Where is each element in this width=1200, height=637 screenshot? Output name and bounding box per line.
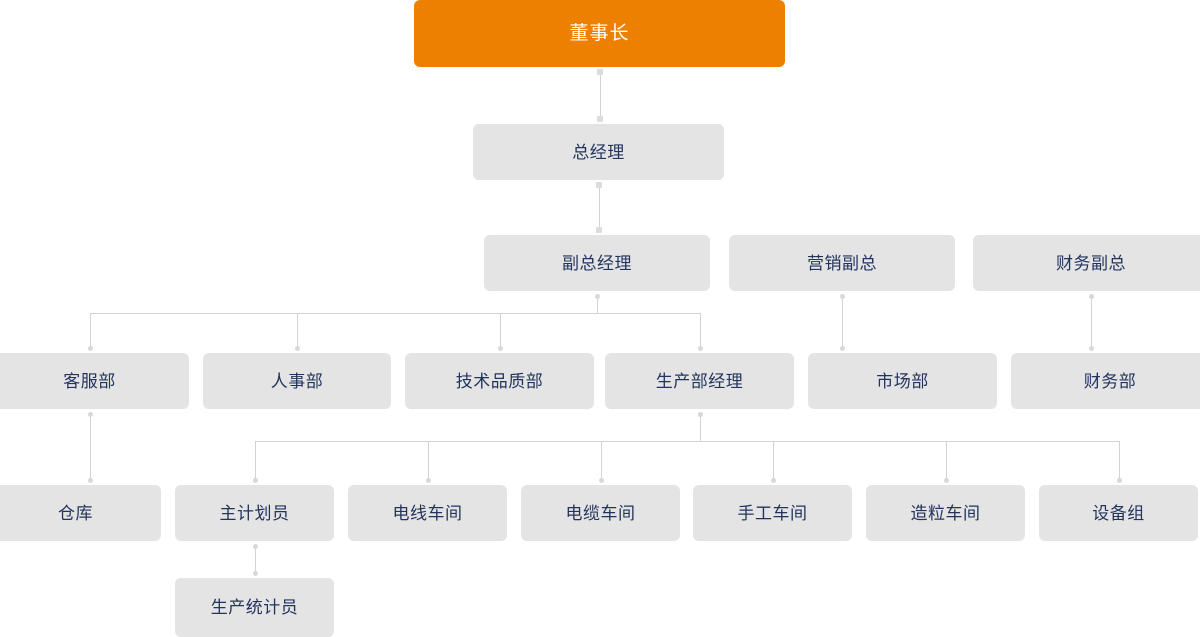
connector-endpoint-dot (943, 477, 949, 483)
org-node-label: 手工车间 (737, 503, 808, 523)
org-node-n14[interactable]: 电线车间 (348, 485, 507, 541)
org-node-n6[interactable]: 客服部 (0, 353, 189, 409)
connector-endpoint-dot (839, 345, 845, 351)
org-node-label: 客服部 (63, 371, 116, 391)
connector-n4-n10 (842, 295, 843, 349)
org-node-n12[interactable]: 仓库 (0, 485, 161, 541)
connector-endpoint-dot (594, 293, 600, 299)
connector-endpoint-dot (252, 477, 258, 483)
connector-n9-trunk (700, 413, 701, 441)
org-node-n4[interactable]: 营销副总 (729, 235, 955, 291)
org-node-n15[interactable]: 电缆车间 (521, 485, 680, 541)
org-node-label: 董事长 (569, 23, 630, 44)
org-node-label: 主计划员 (219, 503, 290, 523)
org-node-n5[interactable]: 财务副总 (973, 235, 1200, 291)
org-node-n10[interactable]: 市场部 (808, 353, 997, 409)
connector-n3-n6 (90, 313, 91, 349)
org-node-n11[interactable]: 财务部 (1011, 353, 1200, 409)
connector-endpoint-dot (252, 570, 258, 576)
connector-n13-n19 (255, 545, 256, 574)
connector-endpoint-dot (770, 477, 776, 483)
connector-endpoint-dot (598, 477, 604, 483)
org-node-label: 设备组 (1092, 503, 1145, 523)
org-node-label: 副总经理 (562, 253, 632, 273)
connector-bus-n9 (255, 441, 1119, 442)
connector-n5-n11 (1091, 295, 1092, 349)
connector-endpoint-dot (497, 345, 503, 351)
connector-n1-n2 (600, 71, 601, 120)
org-node-label: 仓库 (58, 503, 93, 523)
connector-bus-n3 (90, 313, 700, 314)
connector-n3-n9 (700, 313, 701, 349)
connector-n9-n14 (428, 441, 429, 481)
connector-n9-n18 (1119, 441, 1120, 481)
connector-n9-n16 (773, 441, 774, 481)
connector-endpoint-dot (87, 411, 93, 417)
org-node-label: 生产部经理 (655, 371, 744, 391)
connector-endpoint-dot (1088, 293, 1094, 299)
org-node-label: 财务副总 (1056, 253, 1126, 273)
connector-endpoint-dot (697, 411, 703, 417)
org-node-label: 电缆车间 (565, 503, 636, 523)
connector-n2-n3 (599, 184, 600, 231)
org-node-label: 总经理 (572, 142, 625, 162)
org-node-n19[interactable]: 生产统计员 (175, 578, 334, 637)
connector-endpoint-dot (697, 345, 703, 351)
connector-endpoint-dot (597, 69, 603, 75)
connector-n9-n17 (946, 441, 947, 481)
org-node-n8[interactable]: 技术品质部 (405, 353, 594, 409)
org-node-label: 技术品质部 (455, 371, 544, 391)
org-node-label: 生产统计员 (210, 598, 299, 617)
connector-endpoint-dot (596, 182, 602, 188)
connector-n9-n15 (601, 441, 602, 481)
connector-endpoint-dot (1088, 345, 1094, 351)
org-node-label: 造粒车间 (910, 503, 981, 523)
connector-n3-n8 (500, 313, 501, 349)
org-node-n13[interactable]: 主计划员 (175, 485, 334, 541)
connector-endpoint-dot (252, 543, 258, 549)
connector-n3-trunk (597, 295, 598, 313)
org-node-label: 营销副总 (807, 253, 877, 273)
connector-endpoint-dot (425, 477, 431, 483)
org-node-n18[interactable]: 设备组 (1039, 485, 1198, 541)
org-node-n9[interactable]: 生产部经理 (605, 353, 794, 409)
connector-endpoint-dot (1116, 477, 1122, 483)
org-node-label: 财务部 (1083, 371, 1137, 391)
connector-n3-n7 (297, 313, 298, 349)
org-node-n7[interactable]: 人事部 (203, 353, 391, 409)
connector-endpoint-dot (87, 477, 93, 483)
connector-endpoint-dot (597, 116, 603, 122)
connector-endpoint-dot (839, 293, 845, 299)
org-node-label: 市场部 (876, 371, 929, 391)
connector-n6-n12 (90, 413, 91, 481)
org-node-n17[interactable]: 造粒车间 (866, 485, 1025, 541)
connector-endpoint-dot (294, 345, 300, 351)
org-node-n2[interactable]: 总经理 (473, 124, 724, 180)
org-node-n16[interactable]: 手工车间 (693, 485, 852, 541)
org-node-n1[interactable]: 董事长 (414, 0, 785, 67)
org-node-n3[interactable]: 副总经理 (484, 235, 710, 291)
org-node-label: 人事部 (270, 371, 324, 391)
connector-endpoint-dot (596, 227, 602, 233)
org-node-label: 电线车间 (392, 503, 463, 523)
connector-endpoint-dot (87, 345, 93, 351)
connector-n9-n13 (255, 441, 256, 481)
